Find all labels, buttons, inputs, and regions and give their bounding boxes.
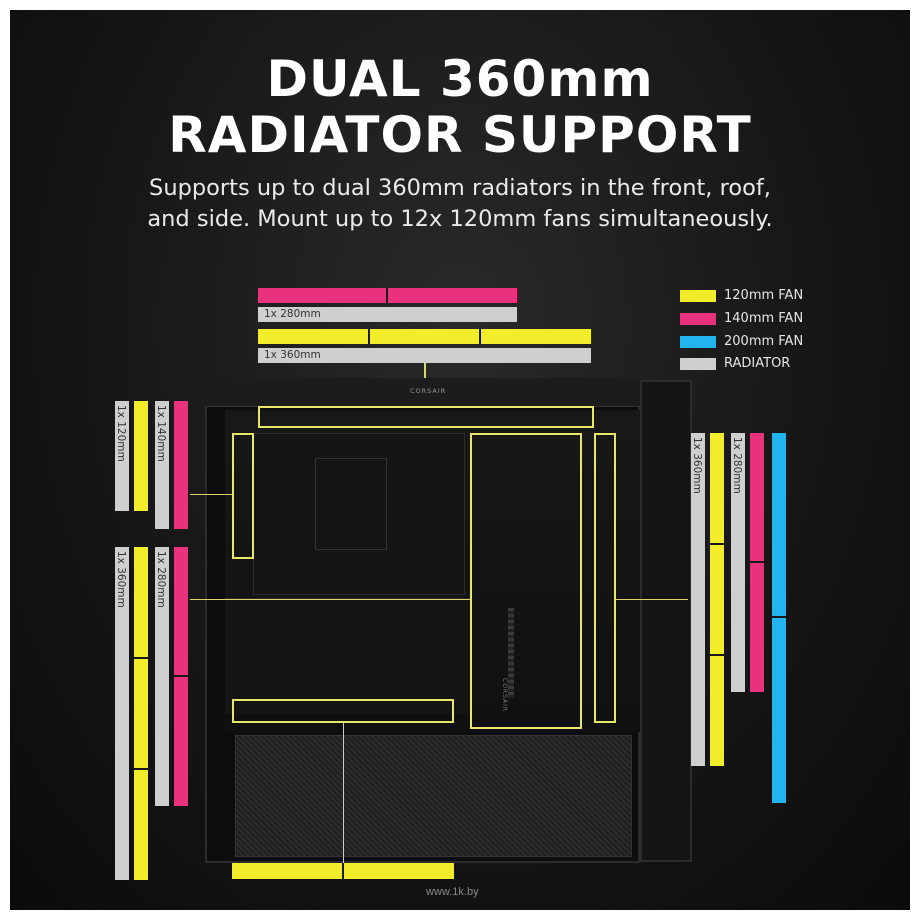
legend-label: 120mm FAN	[724, 288, 804, 303]
right-360mm-radiator-bar: 1x 360mm	[691, 433, 705, 766]
subtitle-line1: Supports up to dual 360mm radiators in t…	[149, 175, 771, 201]
product-banner: DUAL 360mm RADIATOR SUPPORT Supports up …	[10, 10, 910, 910]
legend-label: 140mm FAN	[724, 311, 804, 326]
right-140mm-fans-bar	[750, 433, 764, 692]
rear-mount-outline	[232, 433, 254, 559]
side-mount-outline	[470, 433, 582, 729]
top-140mm-fans-bar	[258, 288, 517, 303]
left-top-120mm-fan-bar	[134, 401, 148, 511]
psu-shroud-mesh	[235, 735, 632, 857]
cpu-cutout	[315, 458, 387, 550]
legend-item-140mm-fan: 140mm FAN	[680, 311, 803, 326]
legend-swatch-200mm	[680, 335, 716, 348]
fan-divider	[134, 768, 148, 770]
legend-label: 200mm FAN	[724, 334, 804, 349]
bottom-leader-line	[343, 723, 344, 863]
left-top-120mm-radiator-bar: 1x 120mm	[115, 401, 129, 511]
radiator-label-right-360: 1x 360mm	[691, 437, 703, 494]
legend-label: RADIATOR	[724, 356, 791, 371]
right-280mm-radiator-bar: 1x 280mm	[731, 433, 745, 692]
right-120mm-fans-bar	[710, 433, 724, 766]
front-mount-outline	[594, 433, 616, 723]
radiator-label-right-280: 1x 280mm	[731, 437, 743, 494]
top-280mm-radiator-bar: 1x 280mm	[258, 307, 517, 322]
right-leader-line	[616, 599, 688, 600]
legend-item-200mm-fan: 200mm FAN	[680, 334, 803, 349]
riser-slots	[508, 608, 514, 698]
legend-item-120mm-fan: 120mm FAN	[680, 288, 803, 303]
radiator-label-left-360: 1x 360mm	[115, 551, 127, 608]
case-brand-logo: CORSAIR	[410, 387, 447, 395]
fan-divider	[386, 288, 388, 303]
legend-item-radiator: RADIATOR	[680, 356, 790, 371]
left-bottom-120mm-fans-bar	[134, 547, 148, 880]
bottom-mount-outline	[232, 699, 454, 723]
pc-case: CORSAIR CORSAIR	[205, 378, 640, 863]
radiator-label-left-120: 1x 120mm	[115, 405, 127, 462]
fan-divider	[134, 657, 148, 659]
fan-divider	[772, 616, 786, 618]
left-bottom-280mm-radiator-bar: 1x 280mm	[155, 547, 169, 806]
headline-line1: DUAL 360mm	[266, 50, 654, 108]
left-bottom-leader-line	[190, 599, 470, 600]
roof-mount-outline	[258, 406, 594, 428]
radiator-label-left-280: 1x 280mm	[155, 551, 167, 608]
case-front-panel	[640, 380, 692, 862]
legend-swatch-140mm	[680, 312, 716, 325]
left-bottom-360mm-radiator-bar: 1x 360mm	[115, 547, 129, 880]
left-top-140mm-radiator-bar: 1x 140mm	[155, 401, 169, 529]
lower-chamber	[225, 598, 470, 714]
fan-divider	[710, 543, 724, 545]
fan-divider	[342, 863, 344, 879]
watermark: www.1k.by	[426, 886, 479, 898]
headline-line2: RADIATOR SUPPORT	[168, 106, 752, 164]
fan-divider	[750, 561, 764, 563]
subtitle-line2: and side. Mount up to 12x 120mm fans sim…	[147, 206, 773, 232]
fan-divider	[368, 329, 370, 344]
fan-divider	[479, 329, 481, 344]
case-top-panel: CORSAIR	[205, 378, 640, 407]
top-120mm-fans-bar	[258, 329, 591, 344]
radiator-label-left-140: 1x 140mm	[155, 405, 167, 462]
radiator-label-top-360: 1x 360mm	[264, 349, 321, 361]
bottom-120mm-fans-bar	[232, 863, 454, 879]
left-top-140mm-fan-bar	[174, 401, 188, 529]
top-360mm-radiator-bar: 1x 360mm	[258, 348, 591, 363]
legend-swatch-120mm	[680, 289, 716, 302]
left-bottom-140mm-fans-bar	[174, 547, 188, 806]
left-top-leader-line	[190, 494, 232, 495]
fan-divider	[710, 654, 724, 656]
radiator-label-top-280: 1x 280mm	[264, 308, 321, 320]
case-side-brand: CORSAIR	[501, 678, 508, 713]
fan-divider	[174, 675, 188, 677]
legend-swatch-radiator	[680, 357, 716, 370]
right-200mm-fans-bar	[772, 433, 786, 803]
